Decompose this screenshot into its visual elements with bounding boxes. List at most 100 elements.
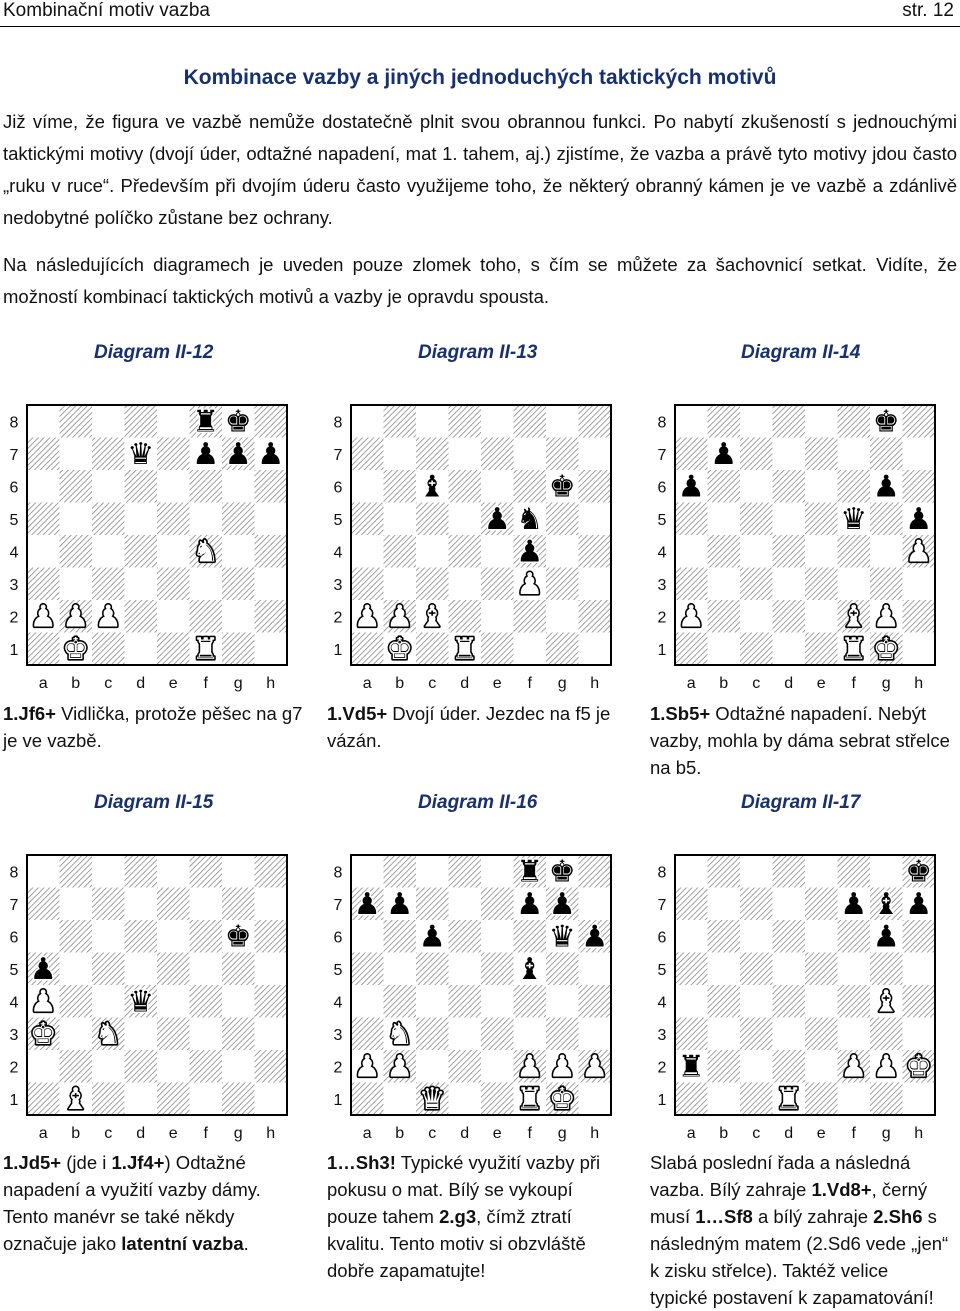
dark-square [222, 502, 255, 535]
light-square [675, 855, 708, 888]
light-square [675, 535, 708, 568]
light-square [124, 632, 157, 665]
file-label: a [363, 675, 372, 692]
file-label: c [104, 675, 112, 692]
light-square [805, 920, 838, 953]
black-king-piece: ♚ [225, 404, 252, 439]
dark-square [707, 1050, 740, 1083]
light-square [772, 632, 805, 665]
black-pawn-piece: ♟ [225, 437, 252, 472]
light-square [254, 437, 287, 470]
dark-square [124, 470, 157, 503]
diagram-label: Diagram II-14 [741, 342, 861, 363]
dark-square [157, 632, 190, 665]
light-square [157, 405, 190, 438]
white-knight-piece: ♞ [95, 1017, 122, 1052]
section-title: Kombinace vazby a jiných jednoduchých ta… [183, 66, 777, 89]
light-square [157, 1050, 190, 1083]
white-pawn-piece: ♟ [678, 599, 705, 634]
light-square [578, 437, 611, 470]
white-bishop-outline: ♝ [62, 1082, 89, 1117]
diagram-caption: 1…Sh3! Typické využití vazby při pokusu … [327, 1149, 627, 1284]
light-square [578, 1017, 611, 1050]
light-square [546, 855, 579, 888]
file-label: h [914, 1125, 923, 1142]
file-label: h [914, 675, 923, 692]
dark-square [902, 1050, 935, 1083]
white-pawn-piece: ♟ [516, 1049, 543, 1084]
light-square [546, 405, 579, 438]
dark-square [837, 855, 870, 888]
board-frame [674, 404, 936, 666]
diagram-caption: 1.Jd5+ (jde i 1.Jf4+) Odtažné napadení a… [3, 1149, 303, 1257]
white-pawn-outline: ♟ [95, 599, 122, 634]
dark-square [448, 405, 481, 438]
dark-square [870, 567, 903, 600]
white-king-outline: ♚ [873, 632, 900, 667]
light-square [383, 1017, 416, 1050]
white-king-outline: ♚ [386, 632, 413, 667]
light-square [772, 567, 805, 600]
light-square [870, 920, 903, 953]
dark-square [416, 1082, 449, 1115]
board-frame [350, 854, 612, 1116]
light-square [351, 600, 384, 633]
rank-label: 4 [334, 544, 343, 561]
black-pawn-piece: ♟ [516, 887, 543, 922]
black-pawn-piece: ♟ [30, 952, 57, 987]
white-king-piece: ♚ [873, 632, 900, 667]
light-square [707, 887, 740, 920]
white-king-piece: ♚ [30, 1017, 57, 1052]
black-pawn-piece: ♟ [192, 437, 219, 472]
dark-square [351, 567, 384, 600]
light-square [222, 470, 255, 503]
rank-label: 2 [10, 609, 19, 626]
dark-square [513, 855, 546, 888]
white-king-outline: ♚ [549, 1082, 576, 1117]
dark-square [578, 855, 611, 888]
dark-square [578, 535, 611, 568]
light-square [351, 985, 384, 1018]
light-square [383, 567, 416, 600]
light-square [707, 502, 740, 535]
dark-square [222, 437, 255, 470]
move-notation: 1…Sh3! [327, 1152, 396, 1173]
dark-square [578, 985, 611, 1018]
dark-square [189, 985, 222, 1018]
rank-label: 5 [334, 962, 343, 979]
rank-label: 2 [334, 1059, 343, 1076]
dark-square [92, 632, 125, 665]
file-label: c [752, 1125, 760, 1142]
light-square [157, 920, 190, 953]
caption-text: , čímž ztratí kvalitu. Tento motiv si ob… [327, 1206, 586, 1281]
diagram-label: Diagram II-13 [418, 342, 538, 363]
dark-square [740, 952, 773, 985]
dark-square [481, 887, 514, 920]
dark-square [27, 887, 60, 920]
diagram-label: Diagram II-12 [94, 342, 214, 363]
light-square [513, 437, 546, 470]
dark-square [59, 920, 92, 953]
white-rook-outline: ♜ [775, 1082, 802, 1117]
rank-label: 7 [658, 897, 667, 914]
dark-square [805, 1017, 838, 1050]
light-square [578, 502, 611, 535]
light-square [157, 535, 190, 568]
dark-square [902, 470, 935, 503]
rank-label: 5 [10, 512, 19, 529]
dark-square [707, 985, 740, 1018]
dark-square [772, 470, 805, 503]
light-square [805, 405, 838, 438]
light-square [675, 600, 708, 633]
white-pawn-piece: ♟ [62, 599, 89, 634]
white-pawn-piece: ♟ [840, 1049, 867, 1084]
dark-square [59, 985, 92, 1018]
diagram-caption: 1.Vd5+ Dvojí úder. Jezdec na f5 je vázán… [327, 700, 627, 754]
light-square [189, 567, 222, 600]
dark-square [416, 502, 449, 535]
white-rook-outline: ♜ [516, 1082, 543, 1117]
dark-square [222, 1082, 255, 1115]
move-notation: 1.Jf4+ [111, 1152, 165, 1173]
